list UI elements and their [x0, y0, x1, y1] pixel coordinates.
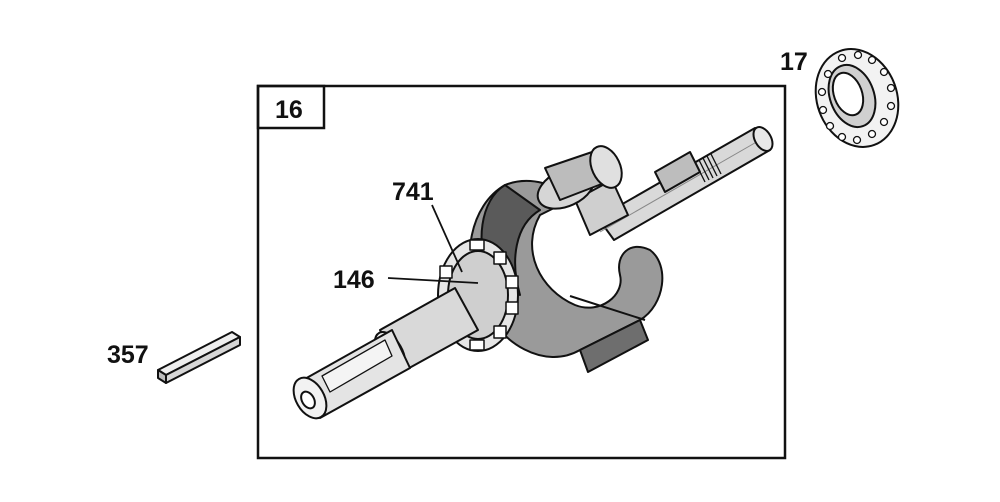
crankshaft-magneto-end [292, 287, 479, 420]
bearing [814, 48, 900, 148]
callout-flywheel-key: 357 [107, 341, 149, 369]
crankshaft [292, 126, 774, 420]
leader-timing-key [387, 277, 479, 284]
callout-timing-key: 146 [333, 266, 375, 294]
leader-gear [431, 204, 463, 273]
callout-bearing: 17 [780, 48, 808, 76]
leader-lines [387, 204, 479, 284]
crankshaft-group-frame: 16 [256, 84, 787, 460]
group-number-label: 16 [275, 96, 303, 124]
callout-gear: 741 [392, 178, 434, 206]
crankshaft-pto-end [597, 126, 774, 241]
flywheel-key [157, 331, 241, 384]
bearing-balls [817, 50, 896, 145]
